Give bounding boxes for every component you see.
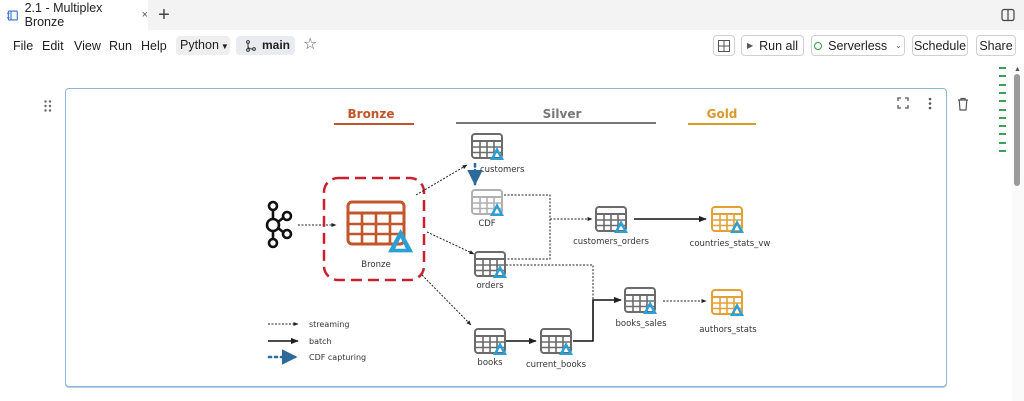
edge-bronze-orders <box>426 231 475 255</box>
node-customers-label: customers <box>480 165 525 175</box>
compute-label: Serverless <box>828 38 888 53</box>
node-customers-orders-table <box>595 206 627 232</box>
layer-bronze-label: Bronze <box>348 107 395 121</box>
node-cdf-table <box>471 189 503 215</box>
legend-streaming-label: streaming <box>309 320 349 329</box>
split-view-icon[interactable] <box>1001 8 1015 22</box>
layout-icon <box>718 39 730 52</box>
minimap-marker[interactable] <box>999 133 1006 136</box>
run-all-label: Run all <box>759 38 799 53</box>
menu-bar: File Edit View Run Help <box>0 30 1024 60</box>
compute-selector[interactable]: Serverless ⌄ <box>811 35 905 56</box>
minimap-marker[interactable] <box>999 91 1006 94</box>
menu-edit[interactable]: Edit <box>42 39 64 53</box>
share-button[interactable]: Share <box>976 35 1016 56</box>
chevron-down-icon: ▼ <box>220 42 229 51</box>
expand-cell-icon[interactable] <box>897 97 909 109</box>
node-books-sales-label: books_sales <box>615 319 667 329</box>
share-label: Share <box>979 38 1013 53</box>
edge-bronze-books <box>421 274 472 326</box>
node-customers-orders-label: customers_orders <box>573 237 649 247</box>
schedule-label: Schedule <box>913 38 967 53</box>
status-circle-icon <box>814 41 823 50</box>
minimap-marker[interactable] <box>999 125 1006 128</box>
edge-current-books-books-sales <box>573 296 622 342</box>
language-selector[interactable]: Python▼ <box>176 36 230 55</box>
multiplex-diagram: Bronze Silver Gold <box>265 107 771 370</box>
layout-button[interactable] <box>713 35 735 56</box>
notebook-icon <box>7 9 18 21</box>
delete-cell-icon[interactable] <box>957 97 969 111</box>
menu-run[interactable]: Run <box>109 39 132 53</box>
node-current-books-label: current_books <box>526 360 587 370</box>
scroll-up-icon[interactable]: ▲ <box>1014 66 1021 73</box>
minimap-marker[interactable] <box>999 100 1006 103</box>
tab-notebook[interactable]: 2.1 - Multiplex Bronze × <box>0 0 148 30</box>
node-orders-label: orders <box>476 281 504 291</box>
minimap-marker[interactable] <box>999 116 1006 119</box>
node-cdf-label: CDF <box>478 219 495 229</box>
menu-view[interactable]: View <box>74 39 101 53</box>
schedule-button[interactable]: Schedule <box>912 35 968 56</box>
bronze-highlight-box <box>322 176 426 282</box>
minimap-marker[interactable] <box>999 141 1006 144</box>
node-books-sales-table <box>624 287 656 313</box>
close-tab-icon[interactable]: × <box>141 9 148 21</box>
minimap-marker[interactable] <box>999 75 1006 78</box>
node-authors-stats-table <box>711 289 743 315</box>
menu-file[interactable]: File <box>13 39 34 53</box>
node-bronze-table <box>346 200 406 246</box>
node-bronze-label: Bronze <box>361 260 390 270</box>
layer-gold-label: Gold <box>707 107 738 121</box>
branch-label: main <box>262 38 291 52</box>
favorite-star-icon[interactable]: ☆ <box>303 36 318 53</box>
edge-orders-books-sales <box>506 264 622 302</box>
tab-title: 2.1 - Multiplex Bronze <box>24 1 103 29</box>
menu-help[interactable]: Help <box>141 39 167 53</box>
node-books-label: books <box>477 358 503 368</box>
new-tab-button[interactable]: + <box>158 4 170 26</box>
minimap-marker[interactable] <box>999 67 1006 69</box>
minimap-marker[interactable] <box>999 150 1006 152</box>
cell-more-options-icon[interactable] <box>928 97 932 110</box>
minimap-marker[interactable] <box>999 108 1006 111</box>
tab-strip: 2.1 - Multiplex Bronze × + <box>0 0 1024 30</box>
node-orders-table <box>474 251 506 277</box>
node-authors-stats-label: authors_stats <box>699 325 757 335</box>
branch-selector[interactable]: main <box>236 36 295 55</box>
legend-batch-label: batch <box>309 337 332 346</box>
language-label: Python <box>180 38 219 52</box>
node-current-books-table <box>540 328 572 354</box>
edge-cdf-orders-join <box>504 194 551 260</box>
git-branch-icon <box>246 39 256 52</box>
notebook-cell[interactable]: Bronze Silver Gold <box>65 88 947 387</box>
drag-handle-icon[interactable] <box>44 100 52 112</box>
node-books-table <box>474 328 506 354</box>
legend: streaming batch CDF capturing <box>267 320 366 365</box>
chevron-down-icon: ⌄ <box>895 41 902 50</box>
scrollbar-thumb[interactable] <box>1014 74 1020 186</box>
run-all-button[interactable]: ▶ Run all <box>741 35 804 56</box>
layer-silver-label: Silver <box>543 107 582 121</box>
play-icon: ▶ <box>746 41 754 50</box>
kafka-icon <box>265 200 293 249</box>
node-countries-stats-vw-table <box>711 206 743 232</box>
edge-bronze-customers <box>415 164 468 196</box>
node-customers-table <box>471 133 503 159</box>
node-countries-stats-vw-label: countries_stats_vw <box>690 239 771 249</box>
minimap-marker[interactable] <box>999 83 1006 86</box>
legend-cdf-label: CDF capturing <box>309 353 366 362</box>
